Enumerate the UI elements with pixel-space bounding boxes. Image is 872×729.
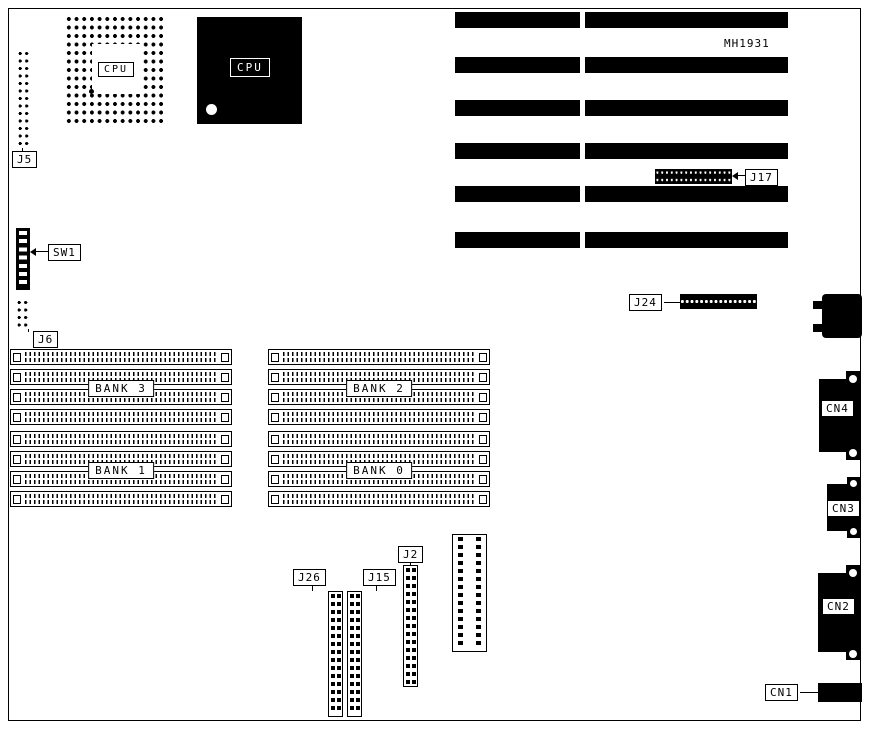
pin1-marker-dot bbox=[89, 89, 94, 94]
dip-switch-sw1 bbox=[16, 228, 30, 290]
expansion-slot-2 bbox=[455, 57, 789, 73]
connector-j26 bbox=[328, 591, 343, 717]
leader-line-j5 bbox=[22, 148, 23, 152]
pin-header-block bbox=[452, 534, 487, 652]
simm-socket bbox=[268, 409, 490, 425]
label-j26: J26 bbox=[293, 569, 326, 586]
expansion-slot-6 bbox=[455, 232, 789, 248]
simm-socket bbox=[268, 431, 490, 447]
memory-bank-2: BANK 2 bbox=[268, 349, 490, 426]
board-outline bbox=[8, 8, 861, 721]
dip-switch-sliders bbox=[19, 231, 27, 287]
pin-column bbox=[331, 594, 335, 714]
simm-socket bbox=[268, 389, 490, 405]
connector-cn1 bbox=[818, 683, 862, 702]
label-j17: J17 bbox=[745, 169, 778, 186]
slot-segment-short bbox=[455, 57, 580, 73]
arrow-sw1 bbox=[30, 248, 36, 256]
cn2-screw-hole-bottom bbox=[849, 650, 857, 658]
chip-pin1-dot bbox=[206, 104, 217, 115]
leader-line-cn1 bbox=[800, 692, 818, 693]
leader-line-j17 bbox=[737, 175, 745, 176]
slot-segment-long bbox=[585, 57, 788, 73]
cn3-screw-hole-top bbox=[850, 480, 857, 487]
memory-bank-3: BANK 3 bbox=[10, 349, 232, 426]
slot-segment-long bbox=[585, 12, 788, 28]
leader-line-sw1 bbox=[35, 251, 48, 252]
leader-line-j24 bbox=[664, 302, 680, 303]
bank-label-0: BANK 0 bbox=[346, 462, 412, 479]
cn4-screw-hole-top bbox=[849, 375, 857, 383]
slot-segment-short bbox=[455, 100, 580, 116]
expansion-slot-5 bbox=[455, 186, 789, 202]
label-cn2: CN2 bbox=[822, 598, 855, 615]
leader-line-j6 bbox=[28, 329, 29, 332]
label-cn4: CN4 bbox=[821, 400, 854, 417]
cpu-chip: CPU bbox=[197, 17, 302, 124]
cn2-screw-hole-top bbox=[849, 569, 857, 577]
slot-segment-long bbox=[585, 186, 788, 202]
connector-j17 bbox=[655, 169, 732, 184]
simm-socket bbox=[268, 349, 490, 365]
keyboard-din-connector bbox=[822, 294, 862, 338]
din-tab-bottom bbox=[813, 324, 825, 332]
slot-segment-short bbox=[455, 143, 580, 159]
slot-segment-short bbox=[455, 12, 580, 28]
leader-line-j15 bbox=[376, 586, 377, 591]
memory-bank-0: BANK 0 bbox=[268, 431, 490, 508]
leader-line-j26 bbox=[312, 586, 313, 591]
connector-j2 bbox=[403, 565, 418, 687]
pin-column bbox=[476, 537, 481, 649]
connector-j24 bbox=[680, 294, 757, 309]
cn4-screw-hole-bottom bbox=[849, 449, 857, 457]
label-cn3: CN3 bbox=[827, 500, 860, 517]
pin-column bbox=[356, 594, 360, 714]
connector-j5 bbox=[17, 50, 30, 148]
cn3-screw-hole-bottom bbox=[850, 528, 857, 535]
label-j2: J2 bbox=[398, 546, 424, 563]
simm-socket bbox=[10, 349, 232, 365]
simm-socket bbox=[10, 369, 232, 385]
pin-column bbox=[337, 594, 341, 714]
expansion-slot-3 bbox=[455, 100, 789, 116]
connector-j15 bbox=[347, 591, 362, 717]
arrow-j17 bbox=[732, 172, 738, 180]
slot-segment-short bbox=[455, 232, 580, 248]
cpu-socket-label: CPU bbox=[97, 61, 135, 77]
expansion-slot-1 bbox=[455, 12, 789, 28]
simm-socket bbox=[10, 409, 232, 425]
memory-bank-1: BANK 1 bbox=[10, 431, 232, 508]
label-j6: J6 bbox=[33, 331, 59, 348]
label-cn1: CN1 bbox=[765, 684, 798, 701]
pin-column bbox=[406, 568, 410, 684]
slot-segment-short bbox=[455, 186, 580, 202]
simm-socket bbox=[10, 491, 232, 507]
slot-segment-long bbox=[585, 100, 788, 116]
label-j5: J5 bbox=[12, 151, 38, 168]
expansion-slot-4 bbox=[455, 143, 789, 159]
pin-column bbox=[350, 594, 354, 714]
label-sw1: SW1 bbox=[48, 244, 81, 261]
pin-column bbox=[412, 568, 416, 684]
label-j15: J15 bbox=[363, 569, 396, 586]
cpu-socket-center: CPU bbox=[92, 44, 140, 94]
simm-socket bbox=[268, 491, 490, 507]
cpu-pga-socket: CPU bbox=[65, 15, 165, 125]
bank-label-3: BANK 3 bbox=[88, 380, 154, 397]
pin-column bbox=[458, 537, 463, 649]
slot-segment-long bbox=[585, 143, 788, 159]
leader-line-j2 bbox=[410, 562, 411, 565]
bank-label-2: BANK 2 bbox=[346, 380, 412, 397]
part-number: MH1931 bbox=[724, 37, 770, 50]
bank-label-1: BANK 1 bbox=[88, 462, 154, 479]
simm-socket bbox=[10, 431, 232, 447]
cpu-chip-label: CPU bbox=[230, 58, 270, 77]
slot-segment-long bbox=[585, 232, 788, 248]
label-j24: J24 bbox=[629, 294, 662, 311]
connector-j6 bbox=[16, 299, 29, 330]
din-tab-top bbox=[813, 301, 825, 309]
